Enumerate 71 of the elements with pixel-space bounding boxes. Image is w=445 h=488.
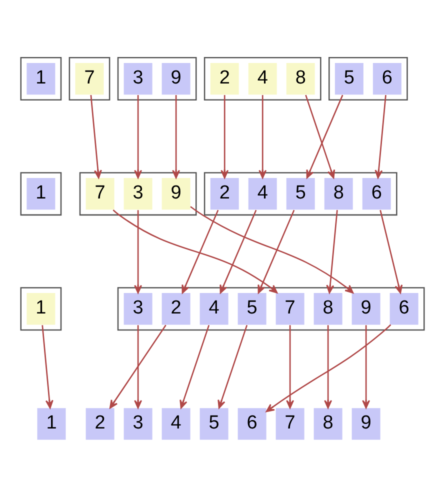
node-box: 6 <box>390 292 418 324</box>
cluster <box>117 56 197 100</box>
arrow <box>182 209 219 294</box>
node-box: 3 <box>124 62 152 94</box>
node-box: 5 <box>238 292 266 324</box>
arrow <box>134 210 142 294</box>
cluster <box>117 286 425 330</box>
arrow <box>380 209 403 294</box>
node-box: 4 <box>248 62 277 94</box>
cluster <box>20 172 62 216</box>
node-box: 4 <box>200 292 228 324</box>
node-box: 9 <box>352 408 380 440</box>
cluster <box>79 172 197 216</box>
node-box: 8 <box>314 292 342 324</box>
node-box: 5 <box>334 62 364 94</box>
node-box: 7 <box>86 178 114 210</box>
arrow <box>286 324 294 408</box>
node-box: 1 <box>26 292 56 324</box>
node-box: 8 <box>286 62 315 94</box>
cluster <box>328 56 408 100</box>
node-box: 4 <box>248 178 277 210</box>
arrow <box>190 206 354 293</box>
node-box: 3 <box>124 408 152 440</box>
node-box: 2 <box>86 408 114 440</box>
node-box: 1 <box>26 62 56 94</box>
node-box: 7 <box>276 408 304 440</box>
node-box: 5 <box>286 178 315 210</box>
node-box: 9 <box>352 292 380 324</box>
node-box: 2 <box>210 62 239 94</box>
node-box: 6 <box>372 62 402 94</box>
cluster <box>204 172 398 216</box>
cluster <box>20 286 62 330</box>
node-box: 6 <box>238 408 266 440</box>
arrow <box>326 210 338 294</box>
arrow <box>306 94 344 178</box>
cluster <box>20 56 62 100</box>
arrow <box>220 94 229 178</box>
arrow <box>112 209 278 293</box>
arrow <box>109 324 166 408</box>
arrow <box>258 209 295 294</box>
node-box: 1 <box>26 178 56 210</box>
node-box: 1 <box>37 408 66 440</box>
node-box: 3 <box>124 178 152 210</box>
arrow <box>305 94 336 178</box>
arrow <box>218 324 248 408</box>
node-box: 8 <box>314 408 342 440</box>
arrow <box>42 324 54 408</box>
node-box: 5 <box>200 408 228 440</box>
node-box: 6 <box>362 178 391 210</box>
cluster <box>204 56 322 100</box>
node-box: 4 <box>162 408 190 440</box>
arrow <box>180 324 210 408</box>
node-box: 8 <box>324 178 353 210</box>
node-box: 2 <box>210 178 239 210</box>
arrow <box>266 324 392 412</box>
arrow <box>134 324 142 408</box>
node-box: 7 <box>75 62 104 94</box>
arrow <box>90 94 102 178</box>
arrow <box>134 94 142 178</box>
arrow <box>374 94 386 178</box>
node-box: 9 <box>162 62 190 94</box>
node-box: 3 <box>124 292 152 324</box>
arrow <box>258 94 267 178</box>
arrow <box>172 94 180 178</box>
arrow <box>324 324 332 408</box>
cluster <box>68 56 110 100</box>
node-box: 9 <box>162 178 190 210</box>
node-box: 7 <box>276 292 304 324</box>
arrow <box>220 209 257 294</box>
arrow <box>362 324 370 408</box>
node-box: 2 <box>162 292 190 324</box>
